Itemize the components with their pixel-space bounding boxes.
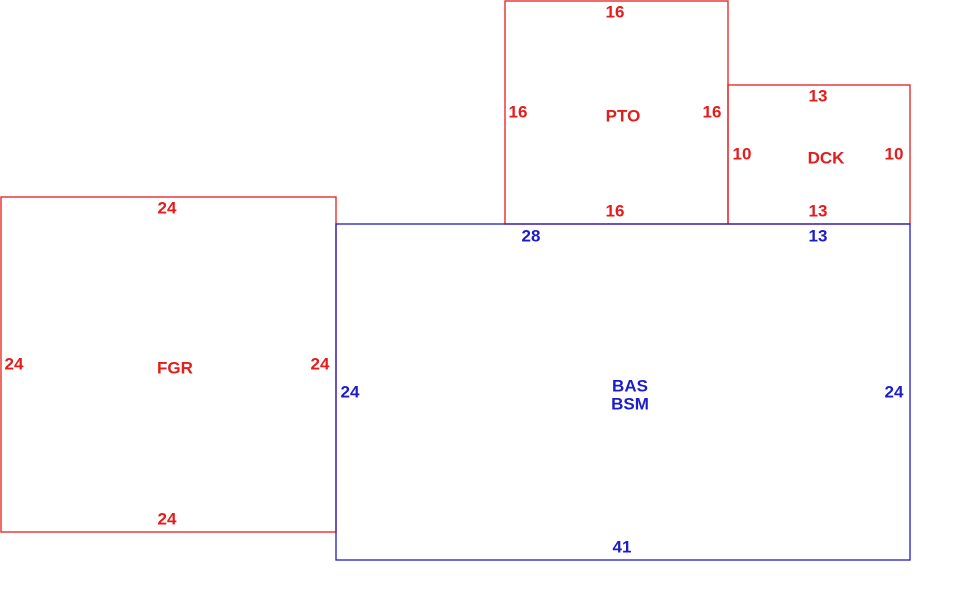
bas-outline: [335, 223, 911, 561]
dck-label: DCK: [808, 149, 846, 168]
area-pto: PTO 16 16 16 16: [504, 0, 729, 225]
fgr-top-dimension: 24: [158, 199, 177, 218]
dck-bottom-dimension: 13: [809, 202, 828, 221]
bas-top-right-dimension: 13: [809, 227, 828, 246]
dck-left-dimension: 10: [733, 145, 752, 164]
fgr-bottom-dimension: 24: [158, 510, 177, 529]
pto-bottom-dimension: 16: [606, 202, 625, 221]
fgr-right-dimension: 24: [311, 355, 330, 374]
bas-bottom-dimension: 41: [613, 538, 632, 557]
fgr-label: FGR: [157, 359, 193, 378]
pto-right-dimension: 16: [703, 103, 722, 122]
bas-label: BAS: [612, 377, 648, 396]
fgr-left-dimension: 24: [5, 355, 24, 374]
bsm-label: BSM: [611, 395, 649, 414]
bas-right-dimension: 24: [885, 383, 904, 402]
dck-top-dimension: 13: [809, 87, 828, 106]
bas-top-left-dimension: 28: [522, 227, 541, 246]
dck-right-dimension: 10: [885, 145, 904, 164]
pto-top-dimension: 16: [606, 3, 625, 22]
area-dck: DCK 13 10 10 13: [727, 84, 911, 225]
pto-label: PTO: [606, 107, 641, 126]
pto-left-dimension: 16: [509, 103, 528, 122]
area-bas: BAS BSM 28 13 24 24 41: [335, 223, 911, 561]
area-fgr: FGR 24 24 24 24: [0, 196, 337, 533]
bas-left-dimension: 24: [341, 383, 360, 402]
